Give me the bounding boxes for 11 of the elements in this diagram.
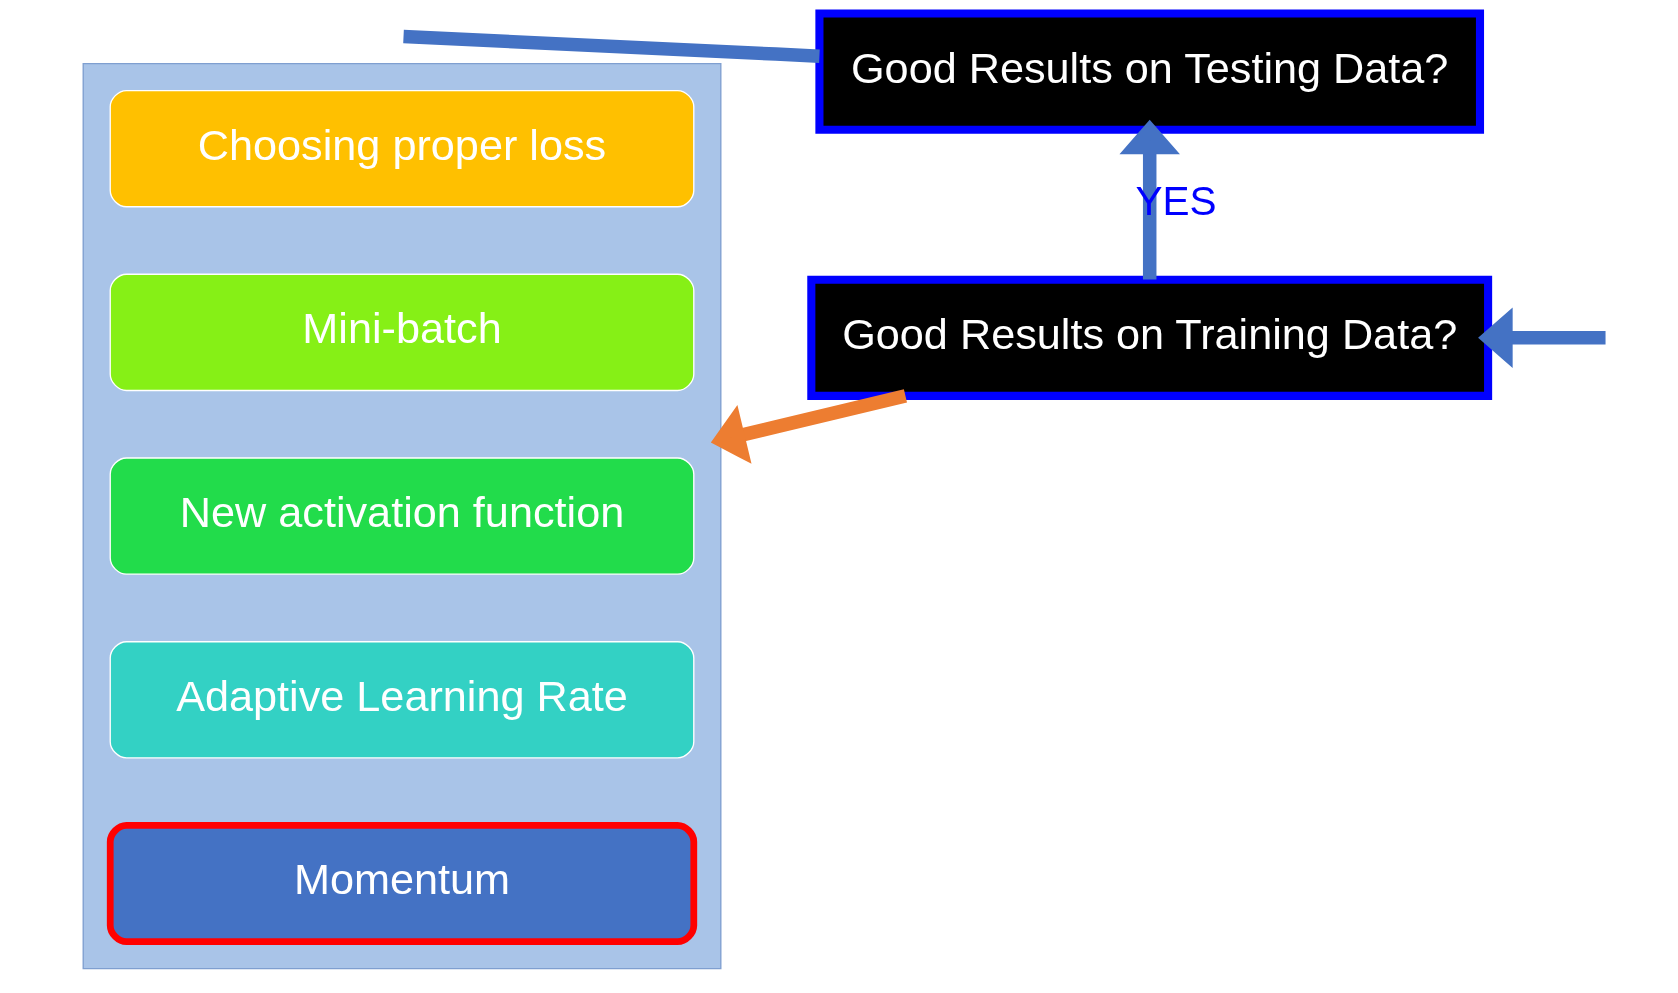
- node-box: Mini-batch: [109, 273, 694, 392]
- arrow: [710, 389, 907, 464]
- connector: [402, 29, 820, 63]
- node-box: New activation function: [109, 457, 694, 575]
- node-box: Good Results on Training Data?: [806, 275, 1492, 400]
- node-box: Good Results on Testing Data?: [814, 9, 1484, 134]
- node-box: Choosing proper loss: [109, 89, 694, 208]
- cluster: [82, 62, 721, 970]
- arrow: [1477, 307, 1606, 368]
- node-box: Momentum: [106, 822, 697, 945]
- node-box: Adaptive Learning Rate: [109, 641, 694, 759]
